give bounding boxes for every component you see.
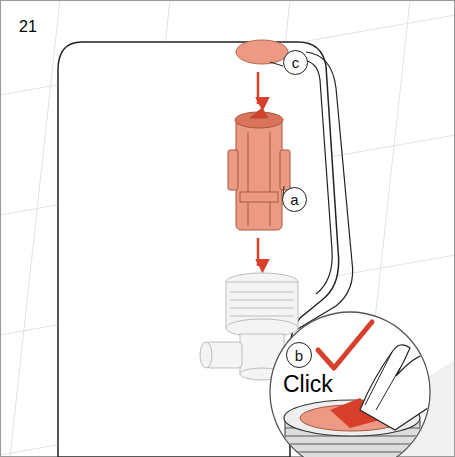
callout-letter: c <box>292 55 300 70</box>
cistern-body <box>58 42 339 457</box>
callout-circle: c <box>283 50 308 75</box>
step-number: 21 <box>19 18 37 36</box>
check-mark <box>318 322 372 368</box>
callout-letter: b <box>295 348 303 363</box>
cistern-edge <box>300 60 332 294</box>
down-arrow <box>257 72 260 104</box>
hand <box>360 345 440 430</box>
cartridge <box>228 108 290 230</box>
cap <box>236 40 288 64</box>
callout-circle: a <box>282 187 307 212</box>
leader-line <box>270 62 284 198</box>
down-arrow <box>257 238 260 266</box>
click-text: Click <box>283 371 333 398</box>
callout-letter: a <box>290 192 298 207</box>
callout-circle: b <box>286 342 312 368</box>
